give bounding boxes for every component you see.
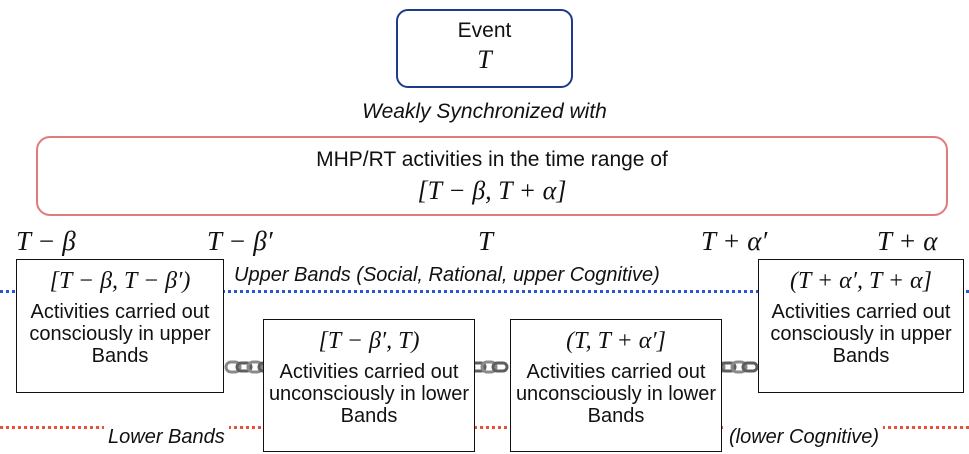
time-range-label: MHP/RT activities in the time range of — [316, 148, 668, 171]
activity-description: Activities carried out unconsciously in … — [268, 361, 470, 427]
lower-cognitive-label: (lower Cognitive) — [725, 426, 884, 449]
activity-description: Activities carried out unconsciously in … — [515, 361, 717, 427]
activity-box-conscious-before: [T − β, T − β′) Activities carried out c… — [16, 259, 224, 393]
sync-label: Weakly Synchronized with — [362, 100, 607, 123]
tick-t-minus-beta-prime: T − β′ — [207, 226, 273, 256]
event-label: Event — [457, 19, 512, 42]
upper-band-line — [0, 290, 969, 293]
activity-box-unconscious-after: (T, T + α′] Activities carried out uncon… — [510, 319, 722, 452]
lower-bands-label: Lower Bands — [104, 426, 229, 449]
activity-interval: (T, T + α′] — [566, 328, 666, 354]
tick-t: T — [478, 226, 494, 256]
lower-band-line — [0, 426, 969, 429]
tick-t-plus-alpha: T + α — [877, 226, 938, 256]
tick-t-minus-beta: T − β — [16, 226, 76, 256]
time-range-expression: [T − β, T + α] — [417, 176, 567, 205]
activity-interval: [T − β′, T) — [318, 328, 420, 354]
activity-interval: [T − β, T − β′) — [49, 268, 191, 294]
activity-description: Activities carried out consciously in up… — [770, 301, 952, 367]
event-box: Event T — [396, 9, 573, 88]
time-range-box: MHP/RT activities in the time range of [… — [36, 136, 948, 216]
activity-interval: (T + α′, T + α] — [790, 268, 932, 294]
activity-box-unconscious-before: [T − β′, T) Activities carried out uncon… — [263, 319, 475, 452]
tick-t-plus-alpha-prime: T + α′ — [701, 226, 768, 256]
activity-box-conscious-after: (T + α′, T + α] Activities carried out c… — [758, 259, 964, 393]
activity-description: Activities carried out consciously in up… — [29, 301, 211, 367]
upper-bands-label: Upper Bands (Social, Rational, upper Cog… — [230, 264, 664, 287]
event-variable: T — [477, 45, 492, 74]
